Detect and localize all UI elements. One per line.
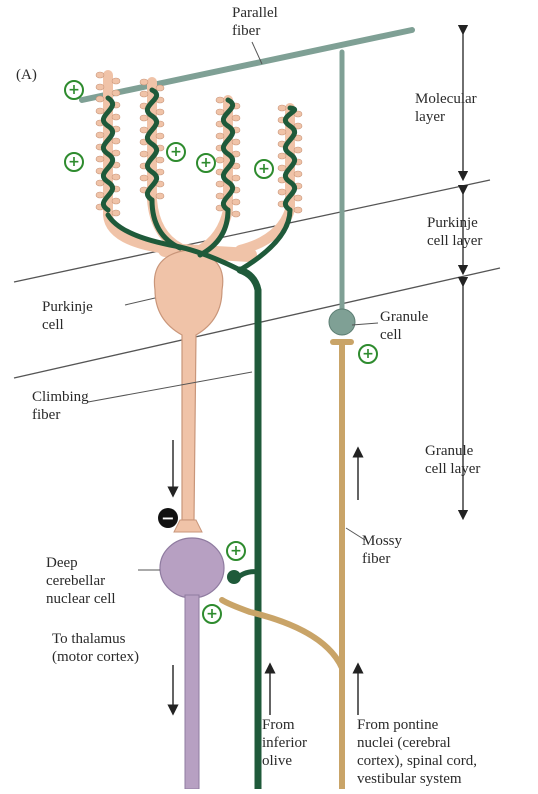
dendritic-spine [96,108,104,114]
dendritic-spine [112,90,120,96]
dendritic-spine [96,84,104,90]
granule-cell-body [329,309,355,335]
dendritic-spine [294,207,302,213]
dendritic-spine [96,180,104,186]
panel-label: (A) [16,66,37,84]
dendritic-spine [140,79,148,85]
svg-text:+: + [230,543,242,559]
plus-sign: + [197,154,215,172]
dendritic-spine [156,157,164,163]
dendritic-spine [232,211,240,217]
label-from-inferior-olive: From inferior olive [262,716,307,770]
dendritic-spine [278,129,286,135]
label-from-pontine-nuclei: From pontine nuclei (cerebral cortex), s… [357,716,477,788]
dendritic-spines [96,72,302,217]
label-granule-cell: Granule cell [380,308,428,344]
dendritic-spine [294,147,302,153]
minus-sign: − [158,508,178,528]
label-climbing-fiber: Climbing fiber [32,388,89,424]
dendritic-spine [294,171,302,177]
deep-nuclear-cell [160,538,224,789]
label-parallel-fiber: Parallel fiber [232,4,278,40]
dendritic-spine [278,153,286,159]
dendritic-spine [140,151,148,157]
dendritic-spine [216,157,224,163]
dendritic-spine [96,96,104,102]
dendritic-spine [96,132,104,138]
plus-sign: + [65,153,83,171]
label-purkinje-cell: Purkinje cell [42,298,93,334]
dendritic-spine [216,193,224,199]
dendritic-spine [112,114,120,120]
dendritic-spine [140,91,148,97]
dendritic-spine [232,139,240,145]
dendritic-spine [112,210,120,216]
label-purkinje-cell-layer: Purkinje cell layer [427,214,482,250]
label-mossy-fiber: Mossy fiber [362,532,402,568]
dendritic-spine [140,127,148,133]
dendritic-spine [156,193,164,199]
svg-text:+: + [68,82,80,98]
svg-text:+: + [170,144,182,160]
dendritic-spine [156,85,164,91]
molecular-purkinje-boundary [14,180,490,282]
label-to-thalamus: To thalamus (motor cortex) [52,630,139,666]
plus-sign: + [227,542,245,560]
dendritic-spine [232,115,240,121]
dendritic-spine [232,199,240,205]
plus-sign: + [359,345,377,363]
dendritic-spine [216,97,224,103]
purkinje-cell [154,250,222,532]
plus-sign: + [255,160,273,178]
dendritic-spine [112,198,120,204]
dendritic-spine [278,105,286,111]
climbing-fiber-terminal [227,570,241,584]
label-granule-cell-layer: Granule cell layer [425,442,480,478]
plus-sign: + [203,605,221,623]
dendritic-spine [294,195,302,201]
label-molecular-layer: Molecular layer [415,90,477,126]
dendritic-spine [112,150,120,156]
dendritic-spine [112,78,120,84]
dendritic-spine [216,109,224,115]
dendritic-spine [96,156,104,162]
dendritic-spine [156,109,164,115]
svg-text:+: + [258,161,270,177]
dendritic-spine [278,189,286,195]
dendritic-spine [278,165,286,171]
dendritic-spine [112,174,120,180]
plus-sign: + [65,81,83,99]
dendritic-spine [216,181,224,187]
dendritic-spine [232,175,240,181]
dendritic-spine [112,138,120,144]
svg-text:+: + [206,606,218,622]
dendritic-spine [140,175,148,181]
label-deep-nuclear-cell: Deep cerebellar nuclear cell [46,554,116,608]
svg-text:−: − [161,509,174,528]
plus-sign: + [167,143,185,161]
dendritic-spine [96,192,104,198]
svg-text:+: + [362,346,374,362]
dendritic-spine [140,115,148,121]
dendritic-spine [156,133,164,139]
dendritic-spine [216,133,224,139]
svg-text:+: + [200,155,212,171]
dendritic-spine [96,72,104,78]
svg-text:+: + [68,154,80,170]
